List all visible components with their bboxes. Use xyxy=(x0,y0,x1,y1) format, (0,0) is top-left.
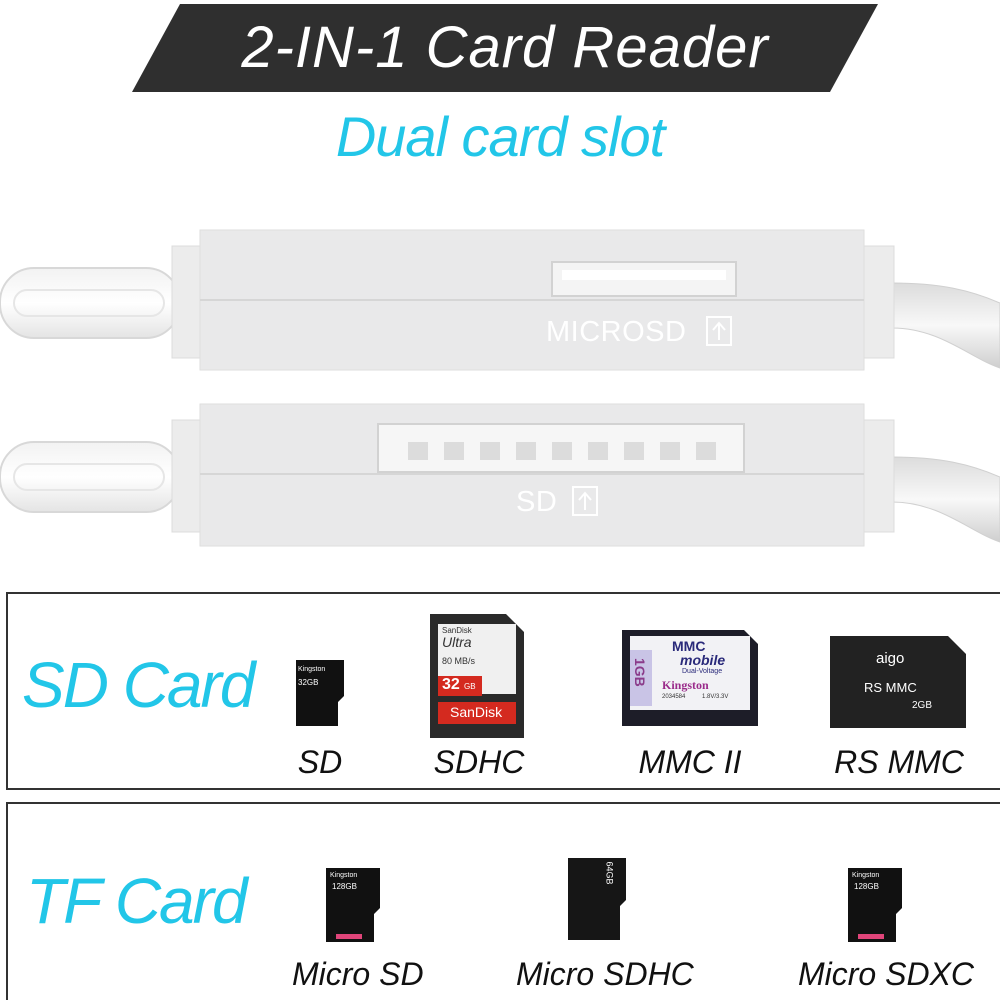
card-reader-sd: SD xyxy=(0,402,1000,552)
page-subtitle: Dual card slot xyxy=(335,105,665,168)
sd-card-image xyxy=(296,660,344,726)
tf-panel-title: TF Card xyxy=(26,865,248,937)
rs-mmc-card-image xyxy=(830,636,966,728)
card-label-mmc-ii: MMC II xyxy=(638,744,742,780)
sdhc-card-image xyxy=(430,614,524,738)
card-label-micro-sd: Micro SD xyxy=(292,956,424,992)
card-micro-sdhc: 64GB xyxy=(566,856,628,947)
card-mmc-ii: MMC mobile Dual-Voltage 1GB Kingston 203… xyxy=(620,628,760,733)
card-label-sdhc: SDHC xyxy=(433,744,525,780)
page-title: 2-IN-1 Card Reader xyxy=(241,15,769,80)
mmc-card-image xyxy=(622,630,758,726)
sd-slot-label: SD xyxy=(516,486,558,518)
card-reader-microsd: MICROSD xyxy=(0,228,1000,378)
card-sdhc: SanDisk Ultra 80 MB/s 32 GB SanDisk xyxy=(428,612,526,745)
microsd-slot-label: MICROSD xyxy=(546,316,687,348)
card-label-micro-sdxc: Micro SDXC xyxy=(798,956,975,992)
header-banner: 2-IN-1 Card Reader xyxy=(132,4,878,92)
card-label-sd: SD xyxy=(297,744,343,780)
sd-panel-title: SD Card xyxy=(22,649,255,721)
upload-arrow-icon xyxy=(572,486,598,516)
upload-arrow-icon xyxy=(706,316,732,346)
card-rs-mmc: aigo RS MMC 2GB xyxy=(828,634,968,735)
card-micro-sd: Kingston 128GB xyxy=(324,866,382,949)
micro-sd-card-image xyxy=(326,868,380,942)
banner-background xyxy=(132,4,878,92)
card-label-rs-mmc: RS MMC xyxy=(834,744,964,780)
micro-sdxc-card-image xyxy=(848,868,902,942)
card-micro-sdxc: Kingston 128GB xyxy=(846,866,904,949)
micro-sdhc-card-image xyxy=(568,858,626,940)
sd-card-panel: SD Card Kingston 32GB SD SanDisk Ultra 8… xyxy=(6,592,1000,790)
card-sd: Kingston 32GB xyxy=(294,658,346,733)
card-label-micro-sdhc: Micro SDHC xyxy=(516,956,694,992)
tf-card-panel: TF Card Kingston 128GB Micro SD 64GB Mic… xyxy=(6,802,1000,1000)
card-reader-body xyxy=(0,403,1000,547)
card-reader-body xyxy=(0,229,1000,371)
